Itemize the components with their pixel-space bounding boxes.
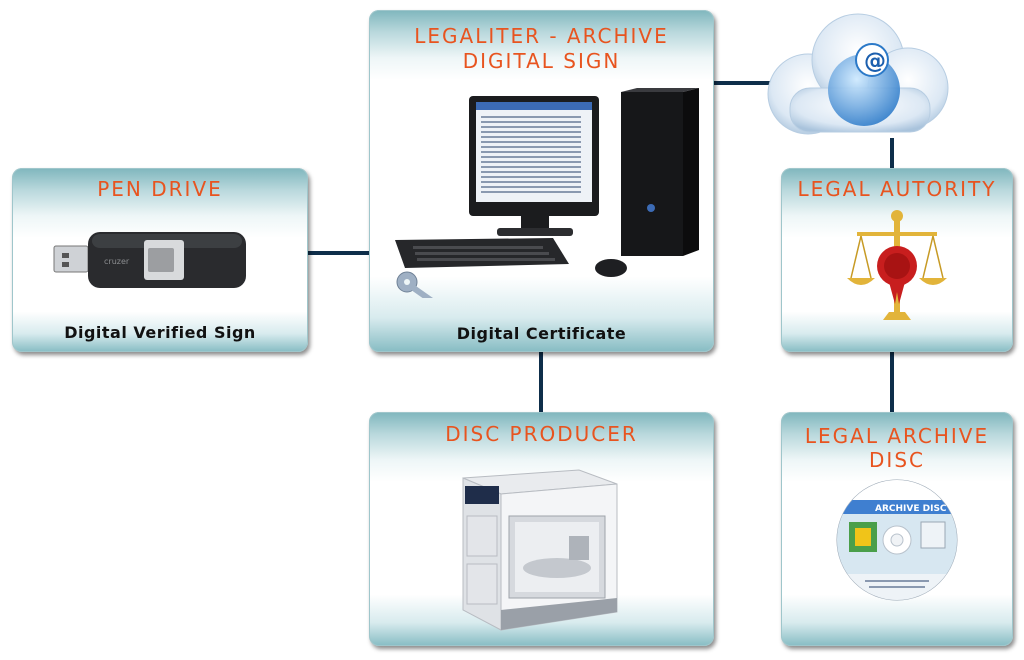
edge-authority-archivedisc: [890, 352, 894, 412]
disc-producer-node: DISC PRODUCER: [369, 412, 714, 646]
disc-producer-title: DISC PRODUCER: [445, 422, 638, 446]
pen-drive-node: PEN DRIVE cruzer Digital Verified Sign: [12, 168, 308, 352]
edge-cloud-authority: [890, 138, 894, 172]
scales-seal-icon: [847, 208, 947, 332]
pen-drive-label: Digital Verified Sign: [64, 323, 256, 342]
cloud-internet-icon: @: [750, 8, 958, 152]
authority-node: LEGAL AUTORITY: [781, 168, 1013, 352]
cloud-at-symbol: @: [864, 49, 886, 74]
edge-archive-discproducer: [539, 352, 543, 412]
archive-title-line1: LEGALITER - ARCHIVE: [414, 24, 669, 48]
disc-printer-icon: [457, 460, 627, 644]
archive-disc-title-line2: DISC: [869, 448, 925, 472]
archive-disc-icon: ARCHIVE DISC: [835, 478, 959, 606]
archive-title-line2: DIGITAL SIGN: [462, 49, 621, 73]
usb-drive-icon: cruzer: [52, 226, 252, 300]
archive-disc-title-line1: LEGAL ARCHIVE: [804, 424, 990, 448]
authority-title: LEGAL AUTORITY: [797, 177, 997, 201]
archive-node: LEGALITER - ARCHIVE DIGITAL SIGN: [369, 10, 714, 352]
pen-drive-title: PEN DRIVE: [97, 177, 223, 201]
svg-text:cruzer: cruzer: [104, 257, 130, 266]
edge-archive-cloud: [712, 81, 782, 85]
archive-disc-label: ARCHIVE DISC: [875, 504, 947, 514]
desktop-computer-icon: [393, 88, 703, 304]
edge-pendrive-archive: [308, 251, 370, 255]
archive-label: Digital Certificate: [456, 324, 627, 343]
archive-disc-node: LEGAL ARCHIVE DISC ARCHIVE DISC: [781, 412, 1013, 646]
